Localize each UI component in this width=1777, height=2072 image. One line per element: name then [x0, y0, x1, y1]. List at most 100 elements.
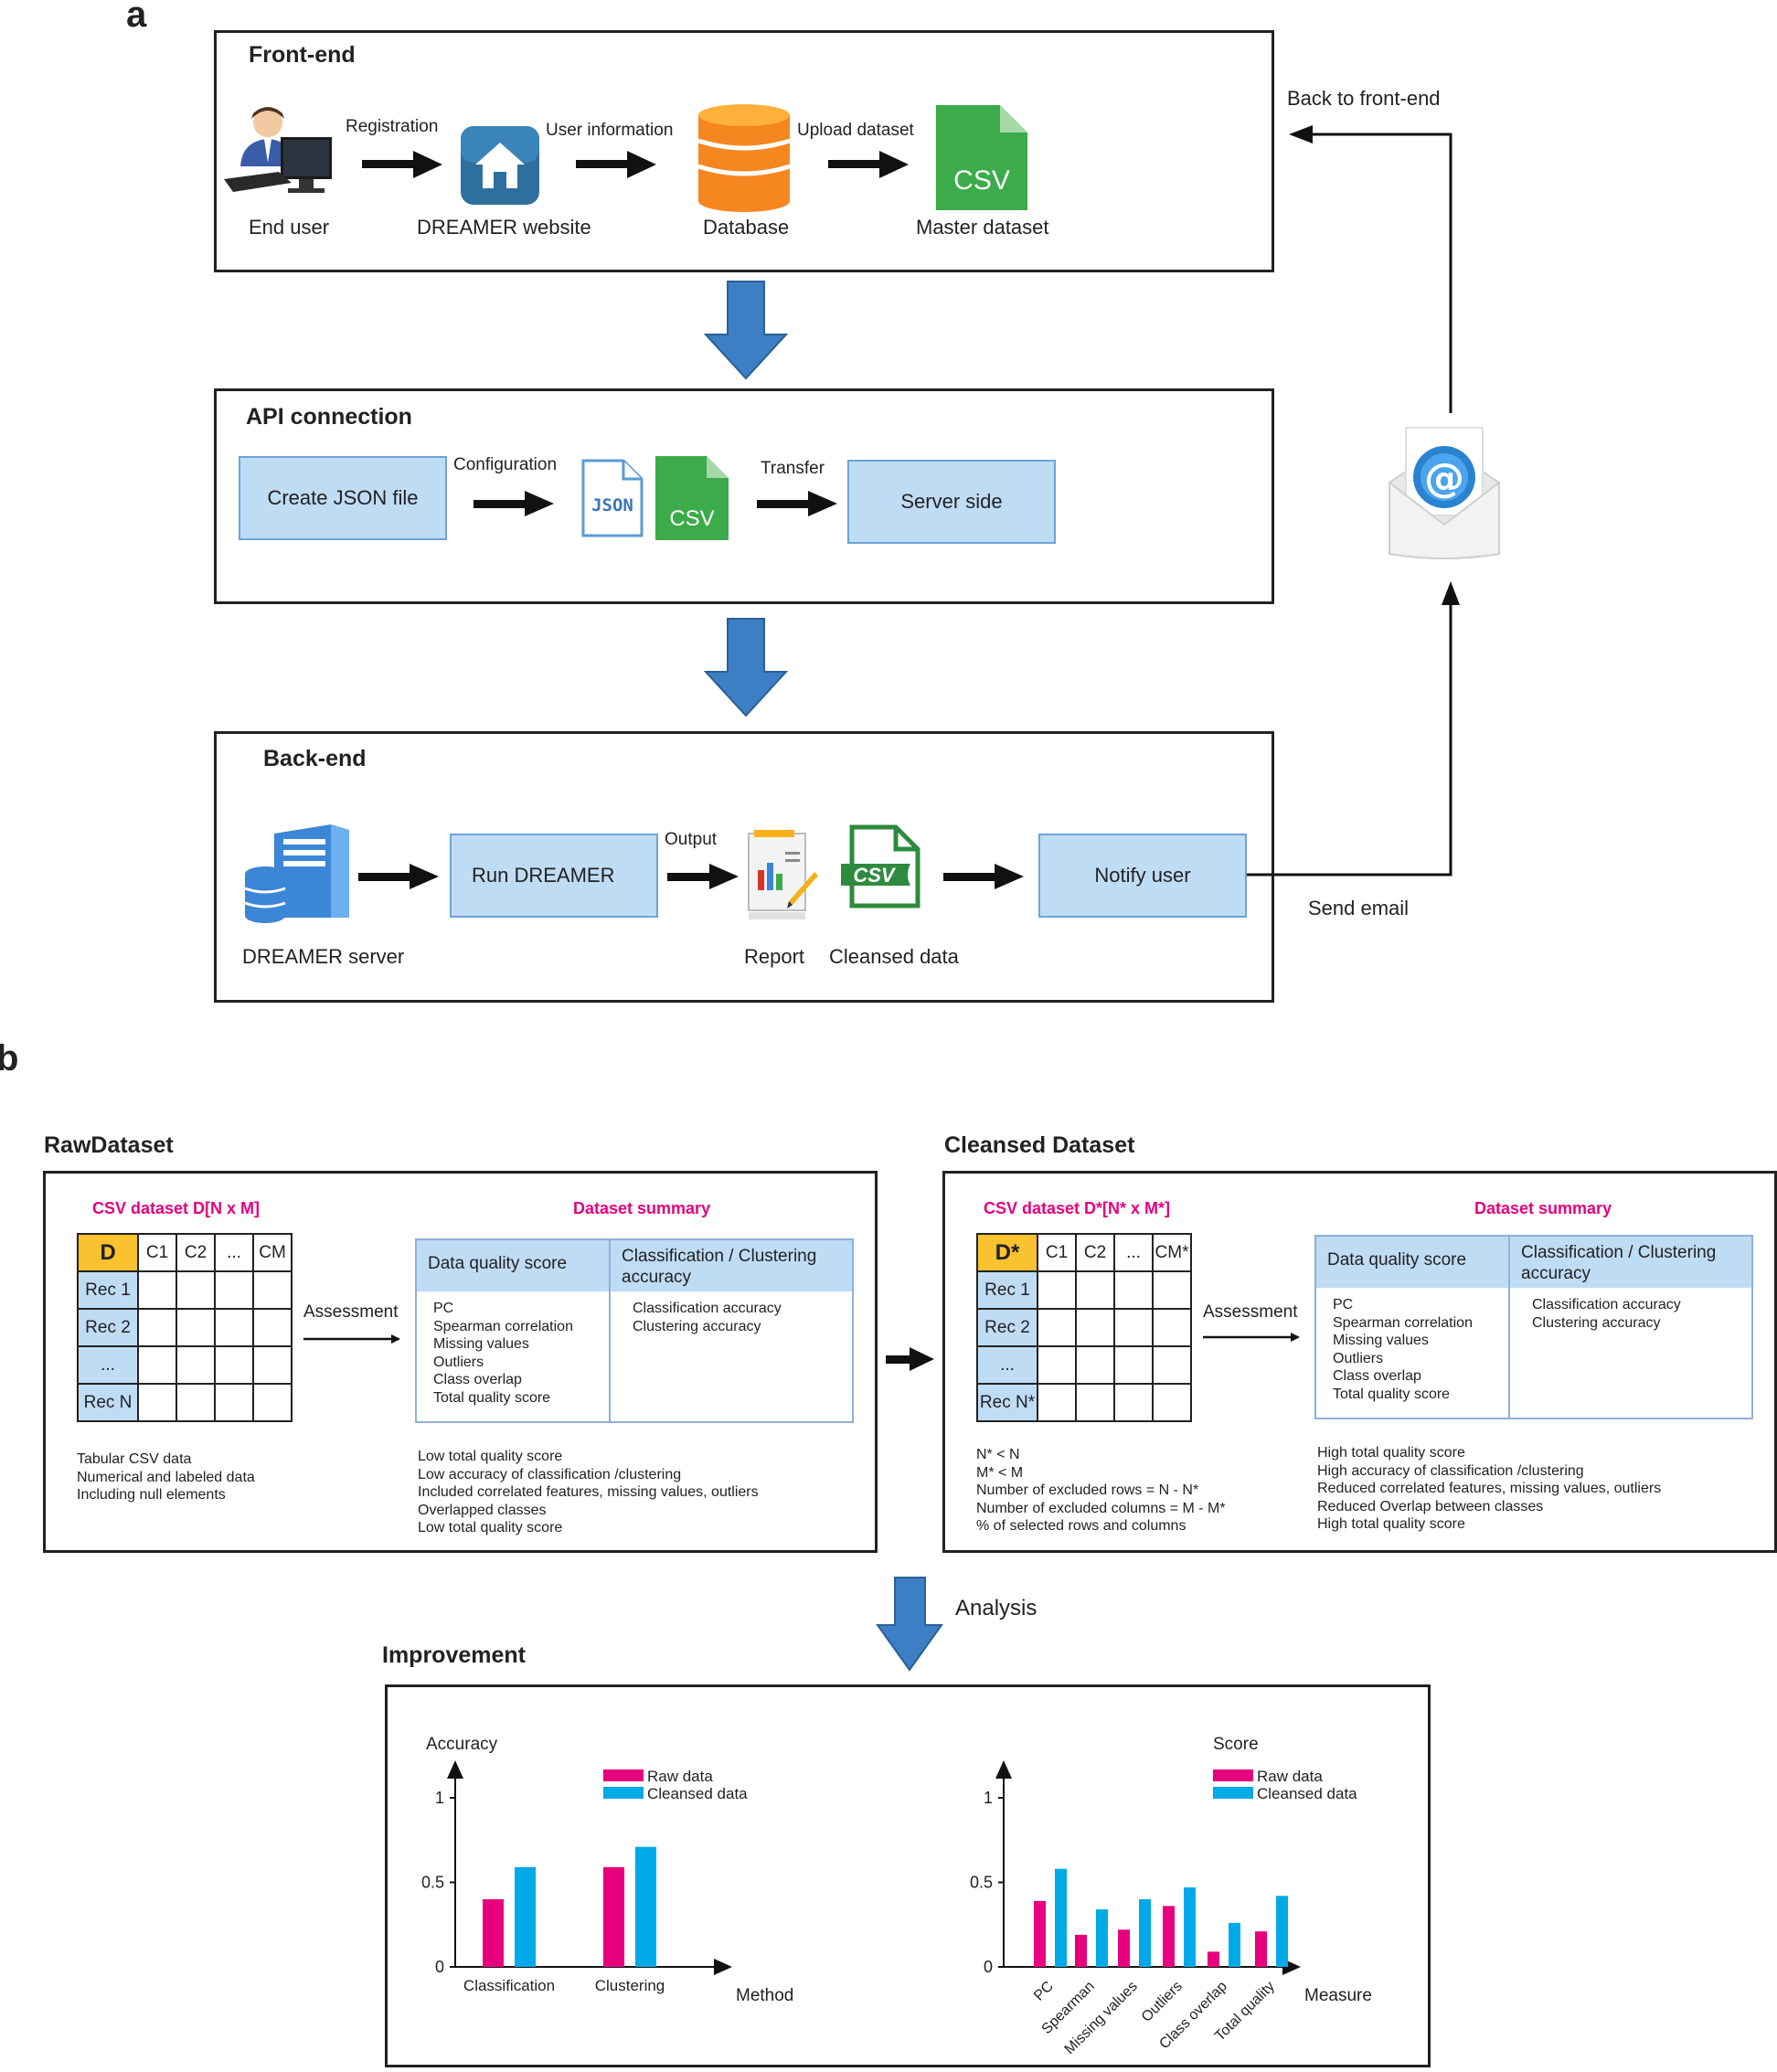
- backend-title: Back-end: [263, 746, 367, 771]
- cleansed-row-header: Rec 2: [976, 1308, 1038, 1347]
- bar-raw: [1208, 1951, 1219, 1967]
- cleansed-data-grid: D* C1 C2 ... CM* Rec 1 Rec 2 ... Rec N*: [976, 1233, 1192, 1422]
- csv-file-icon-api: CSV: [655, 456, 729, 540]
- analysis-label: Analysis: [955, 1596, 1037, 1620]
- note: Low accuracy of classification /clusteri…: [418, 1466, 682, 1482]
- bar-cleansed: [1276, 1896, 1288, 1967]
- cleansed-notes-right: High total quality score High accuracy o…: [1317, 1444, 1661, 1534]
- raw-row-header: Rec N: [77, 1383, 139, 1422]
- frontend-title: Front-end: [249, 42, 356, 68]
- raw-class-list: Classification accuracy Clustering accur…: [622, 1292, 793, 1343]
- quality-item: Class overlap: [1333, 1368, 1421, 1384]
- server-side-box: Server side: [847, 460, 1056, 544]
- cleansed-head-class: Classification / Clustering accuracy: [1510, 1237, 1751, 1288]
- bar-cleansed: [1229, 1922, 1240, 1967]
- bar-cleansed: [1055, 1868, 1067, 1967]
- note: N* < N: [976, 1447, 1020, 1462]
- panel-a-letter: a: [126, 0, 147, 35]
- x-tick-label: Classification: [463, 1977, 555, 1994]
- notify-user-box: Notify user: [1038, 834, 1247, 918]
- legend-swatch: [1213, 1769, 1253, 1781]
- cleansed-row-header: Rec N*: [976, 1383, 1038, 1422]
- cleansed-dataset-title: Cleansed Dataset: [944, 1132, 1135, 1158]
- y-tick-label: 1: [984, 1789, 993, 1807]
- note: Tabular CSV data: [77, 1451, 192, 1467]
- output-label: Output: [665, 830, 718, 849]
- cleansed-col-header: C2: [1075, 1233, 1115, 1272]
- quality-item: Outliers: [433, 1354, 484, 1370]
- end-user-label: End user: [249, 216, 330, 239]
- send-email-arrowhead: [1442, 581, 1460, 605]
- bar-raw: [1118, 1929, 1130, 1967]
- legend-label: Raw data: [1257, 1768, 1323, 1785]
- raw-col-header: C2: [176, 1233, 216, 1272]
- upload-dataset-label: Upload dataset: [797, 121, 914, 140]
- x-tick-label: Clustering: [595, 1977, 665, 1994]
- arrow-upload-dataset: [828, 151, 909, 178]
- class-item: Clustering accuracy: [633, 1318, 761, 1334]
- arrow-output: [667, 864, 739, 889]
- raw-row-header: Rec 2: [77, 1308, 139, 1347]
- house-icon: [459, 124, 541, 207]
- user-information-label: User information: [546, 121, 674, 140]
- class-item: Classification accuracy: [633, 1301, 782, 1316]
- cleansed-col-header: ...: [1113, 1233, 1154, 1272]
- database-label: Database: [703, 216, 790, 239]
- json-text: JSON: [591, 495, 633, 515]
- raw-row-header: ...: [77, 1345, 139, 1385]
- arrow-transfer: [757, 491, 837, 516]
- bar-cleansed: [1139, 1899, 1151, 1967]
- note: Including null elements: [77, 1487, 226, 1503]
- cleansed-quality-list: PC Spearman correlation Missing values O…: [1322, 1289, 1484, 1410]
- note: Low total quality score: [418, 1449, 563, 1464]
- note: Number of excluded rows = N - N*: [976, 1482, 1199, 1498]
- cleansed-row-header: ...: [976, 1345, 1038, 1385]
- quality-item: Spearman correlation: [433, 1318, 573, 1334]
- note: Reduced Overlap between classes: [1317, 1498, 1544, 1514]
- quality-item: Missing values: [1333, 1333, 1429, 1348]
- raw-col-header: CM: [252, 1233, 293, 1272]
- quality-item: Total quality score: [433, 1389, 551, 1406]
- quality-item: PC: [433, 1301, 454, 1316]
- raw-notes-left: Tabular CSV data Numerical and labeled d…: [77, 1450, 255, 1504]
- report-label: Report: [744, 945, 805, 968]
- y-tick-label: 1: [435, 1789, 444, 1807]
- raw-summary-divider: [609, 1240, 611, 1421]
- raw-csv-title: CSV dataset D[N x M]: [92, 1199, 261, 1217]
- quality-item: Missing values: [433, 1336, 529, 1352]
- note: Low total quality score: [418, 1520, 563, 1535]
- cleansed-d-cell: D*: [976, 1233, 1038, 1272]
- improvement-box: [385, 1684, 1431, 2067]
- database-icon: [697, 102, 792, 212]
- registration-label: Registration: [346, 117, 439, 136]
- legend-label: Cleansed data: [1257, 1785, 1357, 1802]
- send-email-line: [1247, 603, 1452, 877]
- note: High total quality score: [1317, 1445, 1465, 1461]
- cleansed-assessment-label: Assessment: [1203, 1302, 1298, 1322]
- raw-data-grid: D C1 C2 ... CM Rec 1 Rec 2 ... Rec N: [77, 1233, 293, 1422]
- csv-file-icon: CSV: [936, 105, 1027, 210]
- y-axis-label: Score: [1213, 1735, 1259, 1754]
- raw-quality-list: PC Spearman correlation Missing values O…: [422, 1292, 584, 1414]
- legend-swatch: [603, 1769, 644, 1781]
- bar-raw: [1255, 1931, 1267, 1967]
- cleansed-summary-divider: [1508, 1237, 1510, 1418]
- email-icon: @: [1386, 419, 1501, 563]
- quality-item: Spearman correlation: [1333, 1314, 1473, 1331]
- panel-b-letter: b: [0, 1038, 19, 1079]
- bar-cleansed: [1096, 1909, 1108, 1967]
- csv-text: CSV: [953, 165, 1010, 196]
- note: Overlapped classes: [418, 1502, 547, 1518]
- bar-raw: [1075, 1934, 1087, 1967]
- note: Included correlated features, missing va…: [418, 1484, 759, 1500]
- csv-text-api: CSV: [669, 506, 714, 531]
- cleansed-col-header: CM*: [1152, 1233, 1192, 1272]
- cleansed-row-header: Rec 1: [976, 1270, 1038, 1310]
- analysis-down-arrow: [876, 1577, 943, 1672]
- cleansed-col-header: C1: [1037, 1233, 1077, 1272]
- cleansed-csv-icon: CSV: [839, 823, 923, 909]
- cleansed-summary-title: Dataset summary: [1474, 1199, 1612, 1217]
- cleansed-notes-left: N* < N M* < M Number of excluded rows = …: [976, 1446, 1226, 1535]
- raw-to-cleansed-arrow: [886, 1347, 934, 1371]
